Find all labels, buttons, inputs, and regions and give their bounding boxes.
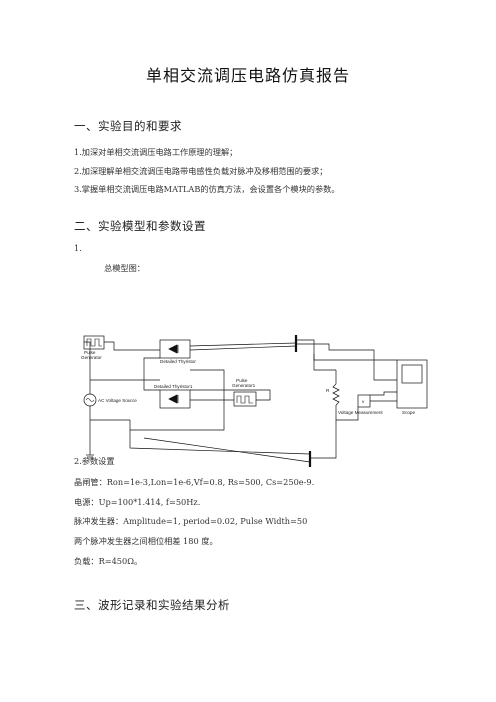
- requirement-item-1: 1.加深对单相交流调压电路工作原理的理解；: [74, 147, 238, 157]
- section-heading-2: 二、实验模型和参数设置: [74, 219, 206, 233]
- page-title: 单相交流调压电路仿真报告: [145, 66, 350, 85]
- ac-voltage-source-label: AC Voltage Source: [98, 398, 137, 403]
- model-caption: 总模型图：: [104, 263, 145, 273]
- voltage-measurement-symbol: v: [362, 399, 365, 404]
- detailed-thyristor1-label: Detailed Thyristor1: [154, 384, 193, 389]
- pulse-generator-block: [83, 335, 105, 350]
- pulse-generator1-block: [233, 391, 257, 407]
- param-pulse: 脉冲发生器：Amplitude=1, period=0.02, Pulse Wi…: [74, 516, 308, 526]
- param-source: 电源：Up=100*1.414, f=50Hz.: [74, 497, 201, 507]
- requirement-item-3: 3.掌握单相交流调压电路MATLAB的仿真方法，会设置各个模块的参数。: [74, 184, 340, 194]
- detailed-thyristor1-block: [159, 389, 191, 409]
- param-thyristor: 晶闸管：Ron=1e-3,Lon=1e-6,Vf=0.8, Rs=500, Cs…: [74, 477, 315, 487]
- scope-label: Scope: [402, 410, 415, 415]
- param-load: 负载：R=450Ω。: [74, 556, 143, 566]
- voltage-measurement-label: Voltage Measurement: [338, 410, 383, 415]
- requirement-item-2: 2.加深理解单相交流调压电路带电感性负载对脉冲及移相范围的要求；: [74, 166, 328, 176]
- section-heading-3: 三、波形记录和实验结果分析: [74, 598, 230, 612]
- detailed-thyristor-label: Detailed Thyristor: [160, 359, 196, 364]
- param-phase: 两个脉冲发生器之间相位相差 180 度。: [74, 536, 218, 546]
- section-heading-1: 一、实验目的和要求: [74, 119, 182, 133]
- model-number: 1.: [74, 243, 82, 253]
- detailed-thyristor-block: [159, 339, 191, 359]
- resistor-label: R: [326, 388, 330, 393]
- params-heading: 2.参数设置: [74, 456, 115, 466]
- scope-block: [396, 359, 428, 409]
